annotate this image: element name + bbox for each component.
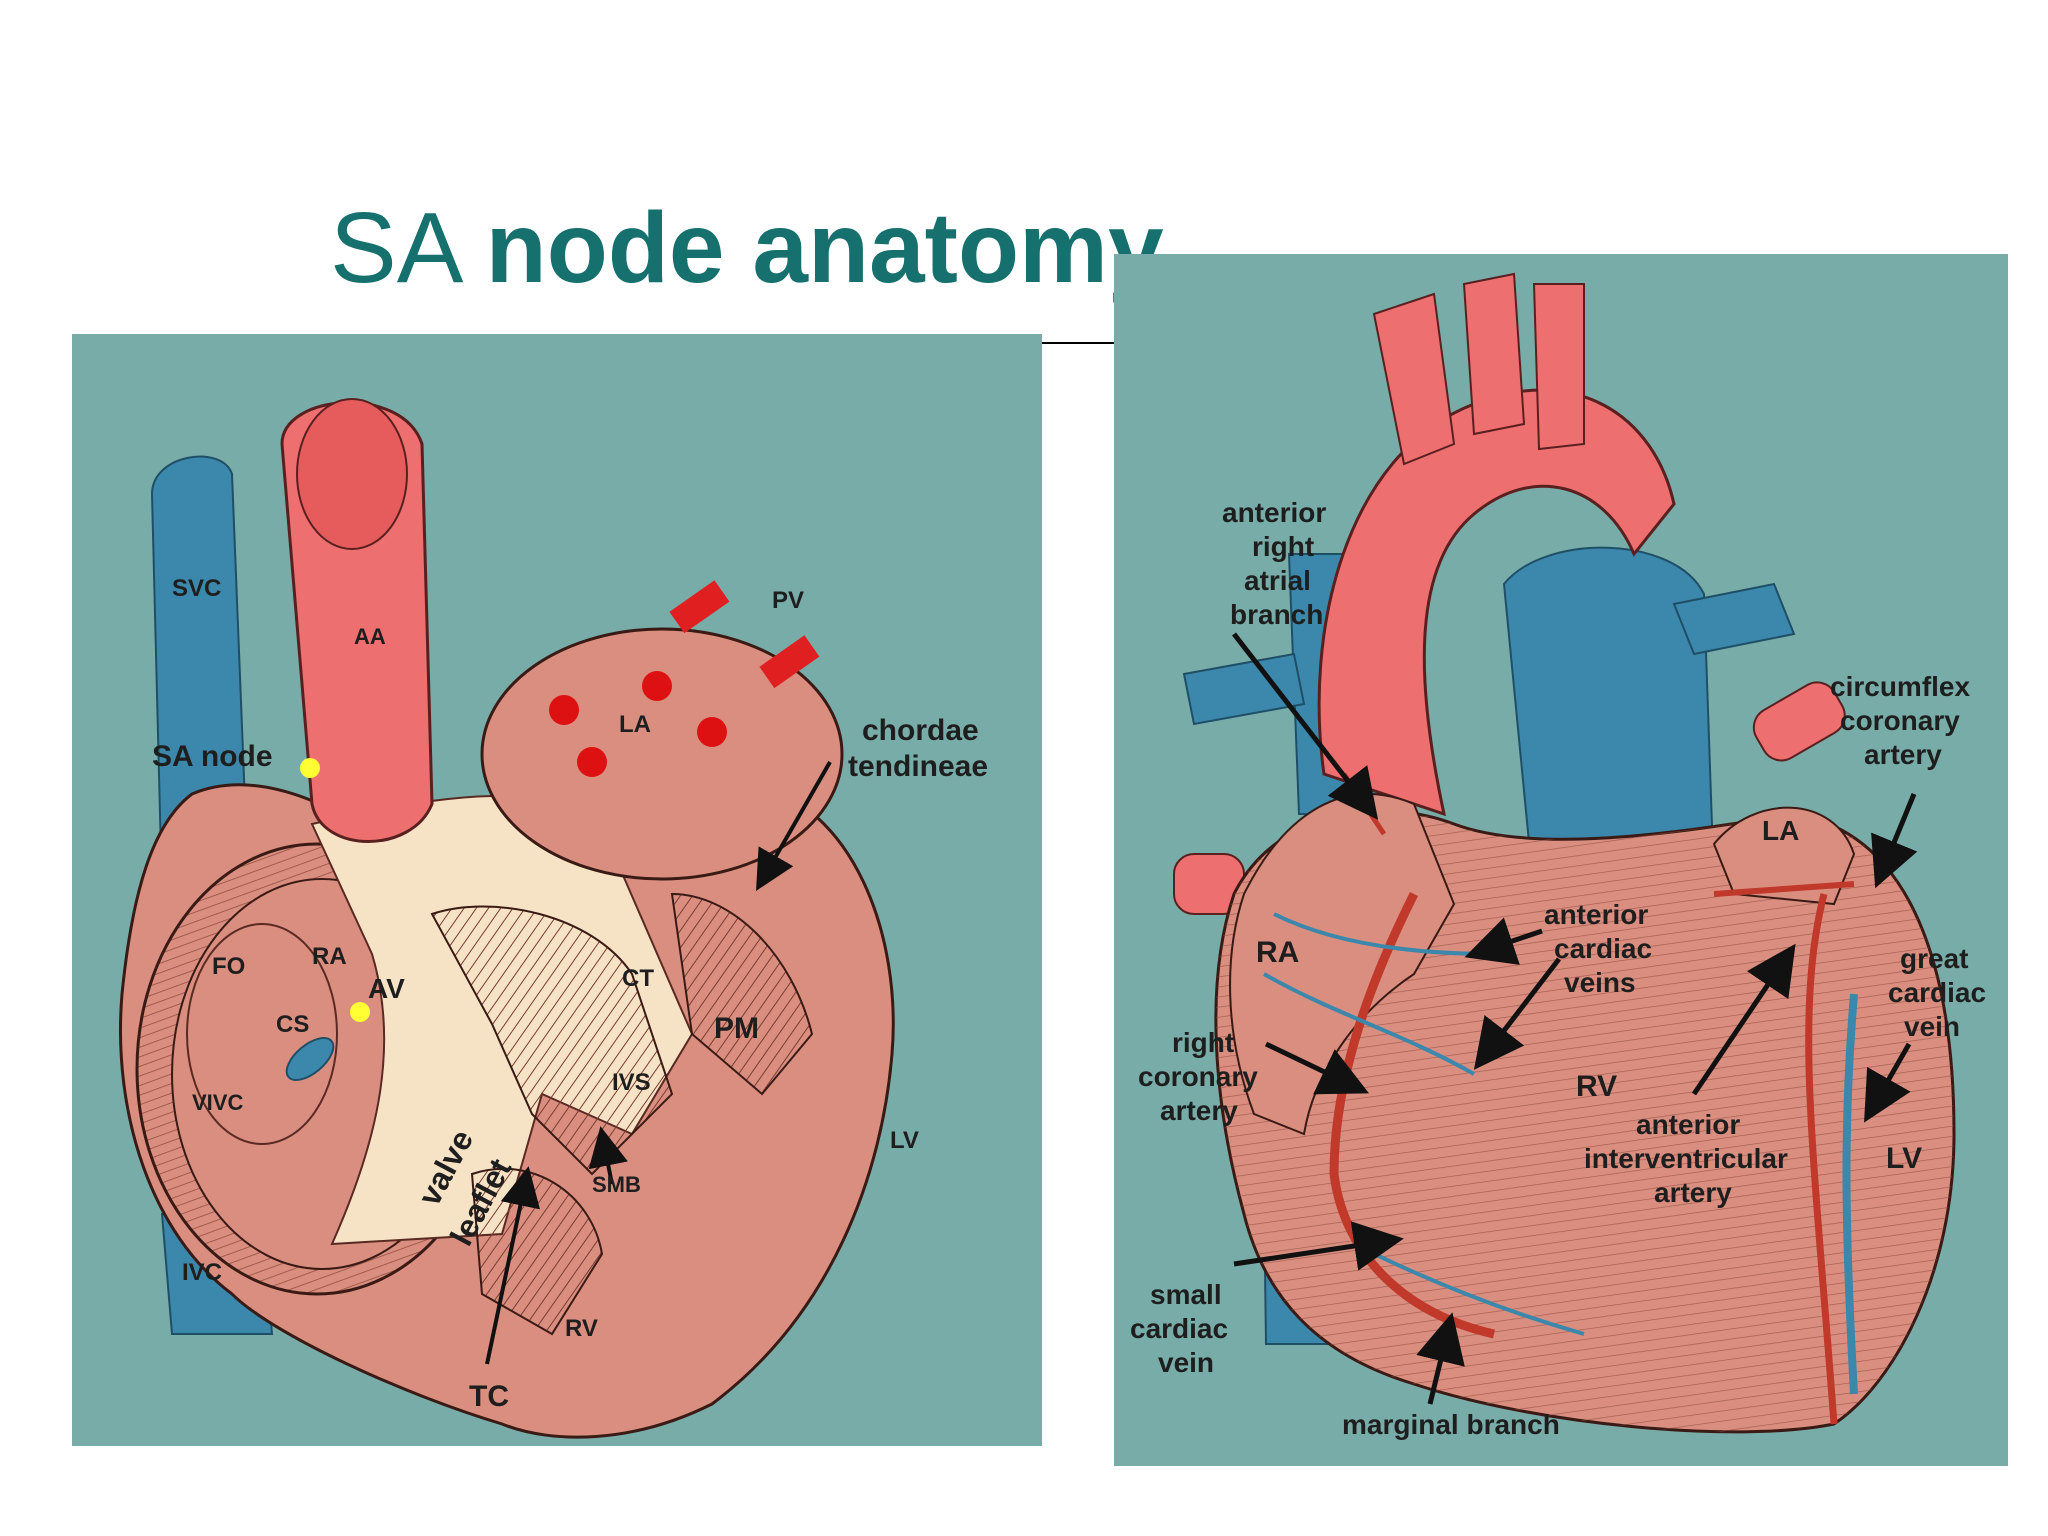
label-svc: SVC (172, 575, 221, 602)
arrow-great-cardiac (1864, 1042, 1912, 1123)
smb-arrow (588, 1126, 628, 1185)
tc-arrow (485, 1166, 540, 1365)
label-small-cardiac-1: small (1150, 1279, 1222, 1310)
pulmonary-trunk (1502, 546, 1716, 896)
heart-cross-section-svg: SVC AA PV LA SA node chordae tendineae F… (118, 398, 988, 1439)
label-anterior-cardiac-1: anterior (1544, 899, 1648, 930)
anterior-cardiac-vein-2 (1263, 972, 1475, 1076)
heart-anterior-svg: anterior right atrial branch circumflex … (1130, 272, 1986, 1440)
title-underline (1040, 342, 1120, 344)
label-right-coronary-1: right (1172, 1027, 1234, 1058)
av-node-marker (350, 1002, 370, 1022)
label-interventricular-2: interventricular (1584, 1143, 1788, 1174)
brachiocephalic-artery (1372, 292, 1456, 466)
label-aa: AA (354, 624, 386, 649)
fossa-ovalis (186, 923, 338, 1145)
label-great-cardiac-2: cardiac (1888, 977, 1986, 1008)
left-atrium-appendage (1712, 806, 1856, 906)
pv-stub-2 (759, 635, 820, 689)
aorta-opening (296, 398, 408, 550)
title-plain: SA (330, 192, 486, 304)
sa-node-marker (300, 758, 320, 778)
label-circumflex-3: artery (1864, 739, 1942, 770)
pv-marker-3 (697, 717, 727, 747)
label-interventricular-1: anterior (1636, 1109, 1740, 1140)
label-la: LA (619, 711, 651, 738)
label-tc: TC (469, 1380, 509, 1413)
label-ct: CT (622, 965, 654, 992)
label-anterior-right-1: anterior (1222, 497, 1326, 528)
great-cardiac-vein (1842, 993, 1858, 1395)
label-right-coronary-3: artery (1160, 1095, 1238, 1126)
label-anterior-cardiac-2: cardiac (1554, 933, 1652, 964)
pv-marker-1 (549, 695, 579, 725)
label-av: AV (368, 973, 405, 1004)
label-chordae-2: tendineae (848, 750, 988, 783)
label-lv: LV (890, 1127, 919, 1154)
label-ra: RA (312, 943, 347, 970)
arrow-right-coronary (1264, 1041, 1370, 1095)
carotid-artery (1462, 272, 1526, 436)
label-pm: PM (714, 1012, 759, 1045)
right-atrium (1229, 793, 1456, 1136)
label-great-cardiac-3: vein (1904, 1011, 1960, 1042)
label-ivs: IVS (612, 1069, 651, 1096)
label-anterior-right-3: atrial (1244, 565, 1311, 596)
right-ventricle-trabeculae (470, 1167, 604, 1336)
title-bold: node anatomy (485, 192, 1164, 304)
right-coronary-artery (1329, 891, 1495, 1339)
pv-marker-4 (577, 747, 607, 777)
anterior-cardiac-vein-1 (1273, 912, 1495, 956)
arrow-circumflex (1871, 793, 1918, 889)
chordae-arrow (756, 761, 832, 891)
label-rv: RV (565, 1315, 598, 1342)
heart-anterior-diagram: anterior right atrial branch circumflex … (1114, 254, 2008, 1466)
papillary-muscle (670, 892, 814, 1096)
label-ra-right: RA (1256, 936, 1299, 969)
interventricular-septum (430, 905, 674, 1176)
arrow-marginal (1416, 1312, 1465, 1405)
heart-cross-section-diagram: SVC AA PV LA SA node chordae tendineae F… (72, 334, 1042, 1446)
label-lv-right: LV (1886, 1142, 1922, 1175)
arrow-anterior-right-atrial (1232, 632, 1379, 820)
label-circumflex-2: coronary (1840, 705, 1960, 736)
aortic-arch (1317, 388, 1676, 817)
pulmonary-vein-left (1182, 652, 1306, 726)
pv-marker-2 (642, 671, 672, 701)
label-fo: FO (212, 953, 245, 980)
arrow-small-cardiac (1233, 1221, 1404, 1271)
circumflex-branch (1713, 881, 1855, 897)
label-interventricular-3: artery (1654, 1177, 1732, 1208)
label-right-coronary-2: coronary (1138, 1061, 1258, 1092)
label-marginal-branch: marginal branch (1342, 1409, 1560, 1440)
right-vessel-stub (1752, 681, 1846, 762)
label-anterior-cardiac-3: veins (1564, 967, 1636, 998)
label-small-cardiac-3: vein (1158, 1347, 1214, 1378)
subclavian-artery (1532, 283, 1585, 451)
label-cs: CS (276, 1011, 309, 1038)
label-la-right: LA (1762, 815, 1799, 846)
page-title: SA node anatomy (330, 198, 1164, 298)
label-anterior-right-4: branch (1230, 599, 1323, 630)
arrow-interventricular (1691, 943, 1796, 1096)
label-smb: SMB (592, 1172, 641, 1197)
label-great-cardiac-1: great (1900, 943, 1968, 974)
label-circumflex-1: circumflex (1830, 671, 1970, 702)
arrow-anterior-cardiac-1 (1464, 917, 1543, 965)
label-ivc: IVC (182, 1259, 222, 1286)
arrow-anterior-cardiac-2 (1473, 957, 1561, 1070)
label-anterior-right-2: right (1252, 531, 1314, 562)
label-sa-node: SA node (152, 740, 273, 773)
label-vivc: VIVC (192, 1090, 243, 1115)
coronary-sinus (285, 1037, 335, 1081)
label-pv: PV (772, 587, 804, 614)
left-atrium (480, 627, 844, 881)
pv-stub-1 (669, 580, 730, 634)
label-small-cardiac-2: cardiac (1130, 1313, 1228, 1344)
label-chordae-1: chordae (862, 714, 979, 747)
anterior-interventricular-artery (1805, 893, 1838, 1425)
label-rv-right: RV (1576, 1070, 1617, 1103)
pulmonary-artery-branch (1672, 582, 1796, 656)
